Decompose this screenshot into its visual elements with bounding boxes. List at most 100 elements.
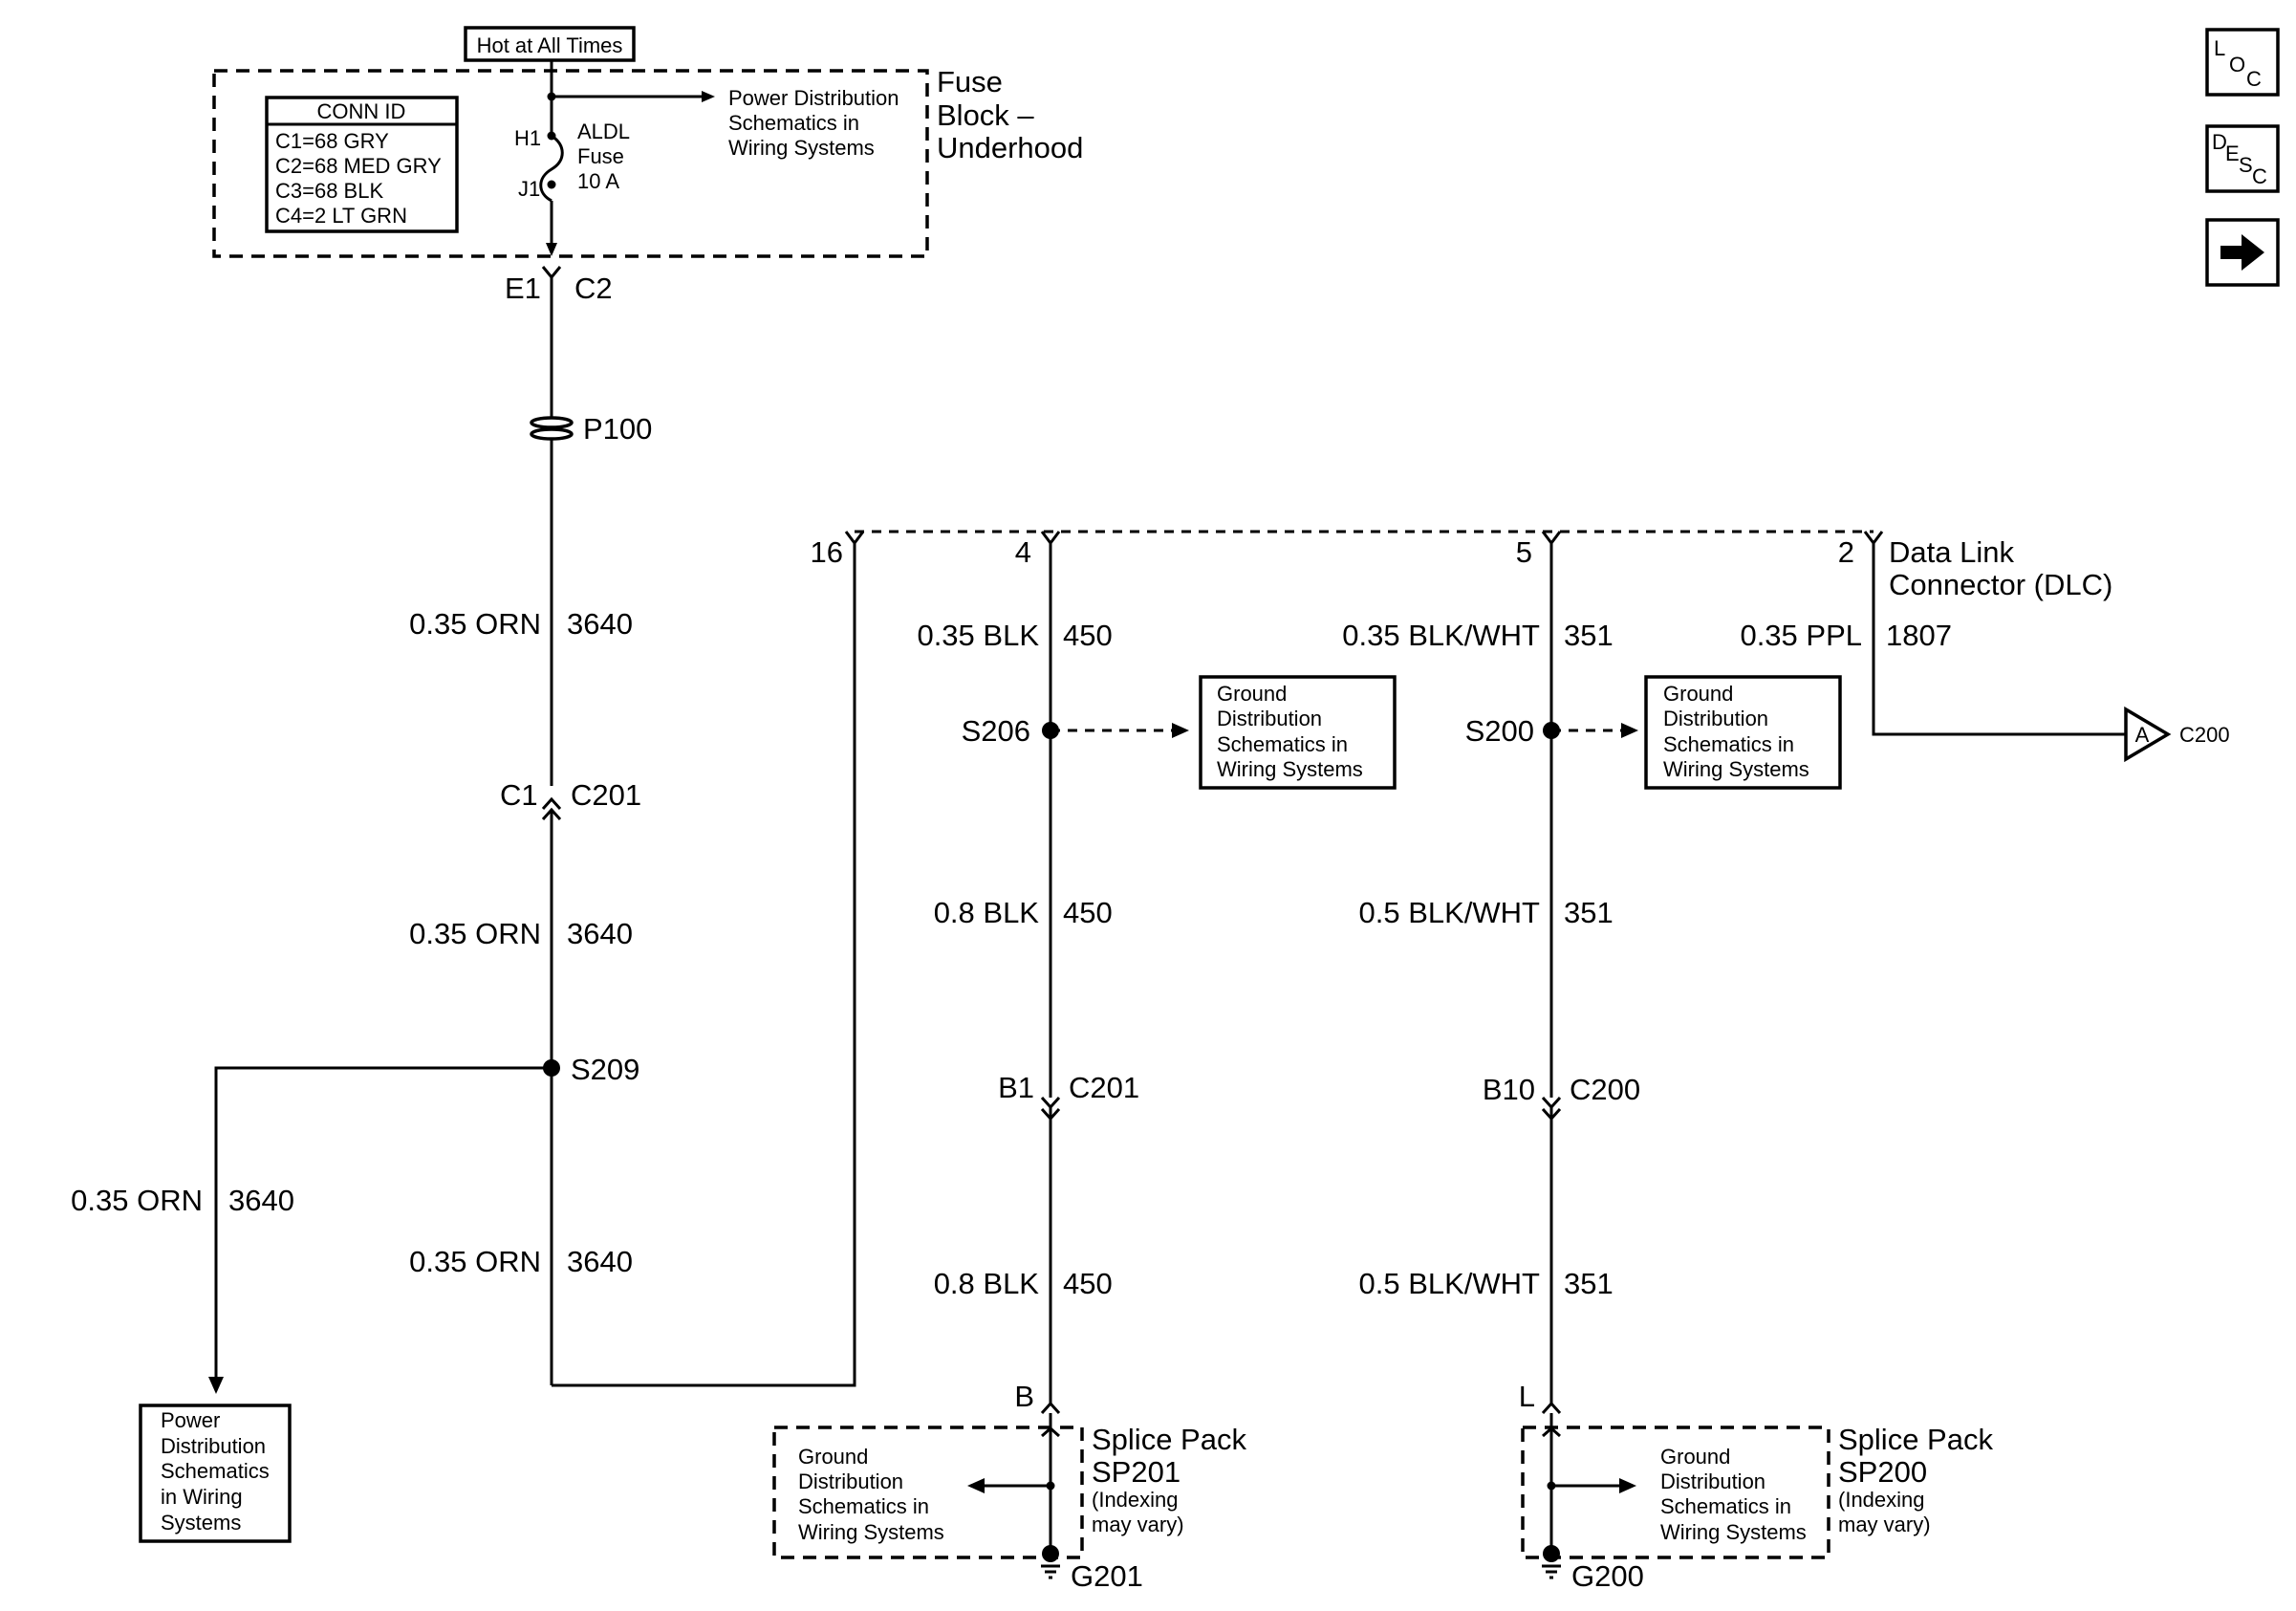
wire-circuit-label: 1807 xyxy=(1886,619,1952,652)
ground-dist-line: Distribution xyxy=(1217,707,1322,730)
connector-female-icon xyxy=(1863,531,1884,546)
ground-label: G200 xyxy=(1571,1559,1644,1593)
fuse-icon xyxy=(539,134,564,203)
ground-dist-line: Schematics in xyxy=(1663,732,1794,756)
splice-label: S200 xyxy=(1465,714,1534,748)
arrow-down-icon xyxy=(208,1377,224,1394)
power-dist-box xyxy=(139,1404,292,1543)
ground-dist-box xyxy=(1644,675,1842,790)
ground-dist-line: Wiring Systems xyxy=(1217,757,1363,781)
ground-point-dot xyxy=(1543,1545,1560,1562)
loc-button-letter: C xyxy=(2246,67,2262,91)
loc-button[interactable]: L O C xyxy=(2205,28,2280,97)
wire-gauge-label: 0.8 BLK xyxy=(934,896,1040,929)
wire-circuit-label: 3640 xyxy=(567,607,633,641)
splice-pack-line: SP200 xyxy=(1838,1455,1927,1489)
ground-dist-line: Wiring Systems xyxy=(1660,1520,1807,1544)
connector-female-icon xyxy=(1541,531,1562,546)
ground-dist-line: Ground xyxy=(1217,682,1287,706)
connector-id-label: C201 xyxy=(571,778,641,812)
ppl-wire-1807 xyxy=(1872,543,2126,736)
fuse-info-line: 10 A xyxy=(577,169,619,193)
splice-pack-pin-label: L xyxy=(1519,1380,1535,1413)
splice-label: S206 xyxy=(962,714,1030,748)
wire-gauge-label: 0.35 ORN xyxy=(409,607,541,641)
ground-dist-line: Schematics in xyxy=(1217,732,1348,756)
ground-dist-line: Distribution xyxy=(1660,1469,1765,1493)
wire-circuit-label: 3640 xyxy=(228,1184,294,1217)
ground-dist-line: Ground xyxy=(1663,682,1733,706)
splice-pack-line: (Indexing xyxy=(1838,1488,1925,1512)
arrow-right-icon xyxy=(2220,234,2264,271)
wire-gauge-label: 0.35 BLK xyxy=(917,619,1039,652)
power-dist-box-line: in Wiring xyxy=(161,1485,243,1509)
power-dist-box-line: Systems xyxy=(161,1511,241,1535)
pass-through-icon xyxy=(530,416,574,429)
wire-gauge-label: 0.35 ORN xyxy=(409,917,541,950)
wire-circuit-label: 450 xyxy=(1063,619,1113,652)
conn-id-entry: C3=68 BLK xyxy=(275,179,383,203)
next-button[interactable] xyxy=(2205,218,2280,287)
fuse-block-name-line: Block – xyxy=(937,98,1034,132)
conn-id-entry: C4=2 LT GRN xyxy=(275,204,407,228)
arrow-right-icon xyxy=(1619,1478,1636,1493)
wire-gauge-label: 0.35 BLK/WHT xyxy=(1342,619,1540,652)
wire-gauge-label: 0.35 ORN xyxy=(409,1245,541,1278)
hot-at-all-times-label: Hot at All Times xyxy=(477,33,623,57)
ground-dist-box xyxy=(1199,675,1397,790)
connector-pin-label: E1 xyxy=(505,272,541,305)
dlc-pin-label: 2 xyxy=(1838,535,1854,569)
conn-id-title: CONN ID xyxy=(317,99,406,123)
fuse-info-line: Fuse xyxy=(577,144,624,168)
connector-id-label: C200 xyxy=(1570,1073,1640,1106)
fuse-pin-label: J1 xyxy=(518,177,540,201)
ground-dist-line: Ground xyxy=(798,1445,868,1469)
ground-dist-line: Distribution xyxy=(798,1469,903,1493)
connector-pin-label: B1 xyxy=(998,1071,1034,1104)
hot-at-all-times-box xyxy=(464,26,636,62)
power-dist-box-line: Distribution xyxy=(161,1434,266,1458)
arrow-down-icon xyxy=(546,243,557,256)
offpage-connector-icon xyxy=(2124,706,2172,763)
arrow-left-icon xyxy=(967,1478,985,1493)
p100-label: P100 xyxy=(583,412,652,446)
wire-circuit-label: 450 xyxy=(1063,1267,1113,1300)
power-dist-line: Power Distribution xyxy=(728,86,899,110)
loc-button-letter: O xyxy=(2229,53,2245,76)
ground-dist-line: Wiring Systems xyxy=(1663,757,1809,781)
ground-dist-line: Schematics in xyxy=(1660,1494,1791,1518)
splice-pack-line: may vary) xyxy=(1092,1513,1184,1536)
splice-pack-line: (Indexing xyxy=(1092,1488,1179,1512)
fuse-block-name-line: Underhood xyxy=(937,131,1083,164)
desc-button-letter: C xyxy=(2252,164,2267,188)
connector-male-icon xyxy=(541,796,562,811)
orn-branch-wire xyxy=(214,1066,552,1379)
splice-pack-sp201-outline xyxy=(772,1426,1084,1559)
wire-gauge-label: 0.35 ORN xyxy=(71,1184,203,1217)
wire-circuit-label: 351 xyxy=(1564,1267,1614,1300)
ground-dist-line: Ground xyxy=(1660,1445,1730,1469)
connector-male-icon xyxy=(1040,1401,1061,1415)
connector-female-icon xyxy=(1040,1096,1061,1110)
wire-gauge-label: 0.5 BLK/WHT xyxy=(1359,896,1541,929)
connector-male-icon xyxy=(1541,1401,1562,1415)
desc-button[interactable]: D E S C xyxy=(2205,124,2280,193)
offpage-letter: A xyxy=(2135,723,2150,747)
ground-label: G201 xyxy=(1071,1559,1143,1593)
ground-point-dot xyxy=(1042,1545,1059,1562)
splice-pack-line: may vary) xyxy=(1838,1513,1931,1536)
offpage-connector-label: C200 xyxy=(2179,723,2230,747)
connector-male-icon xyxy=(1041,1426,1060,1438)
ground-dist-line: Distribution xyxy=(1663,707,1768,730)
power-dist-line: Schematics in xyxy=(728,111,859,135)
power-dist-line: Wiring Systems xyxy=(728,136,875,160)
wire-circuit-label: 450 xyxy=(1063,896,1113,929)
wire-circuit-label: 351 xyxy=(1564,619,1614,652)
connector-pin-label: C1 xyxy=(500,778,538,812)
wire-gauge-label: 0.35 PPL xyxy=(1740,619,1862,652)
conn-id-entry: C1=68 GRY xyxy=(275,129,389,153)
splice-pack-line: Splice Pack xyxy=(1092,1423,1246,1456)
connector-id-label: C201 xyxy=(1069,1071,1139,1104)
desc-button-letter: E xyxy=(2225,142,2240,165)
dlc-name-line: Connector (DLC) xyxy=(1889,568,2112,601)
